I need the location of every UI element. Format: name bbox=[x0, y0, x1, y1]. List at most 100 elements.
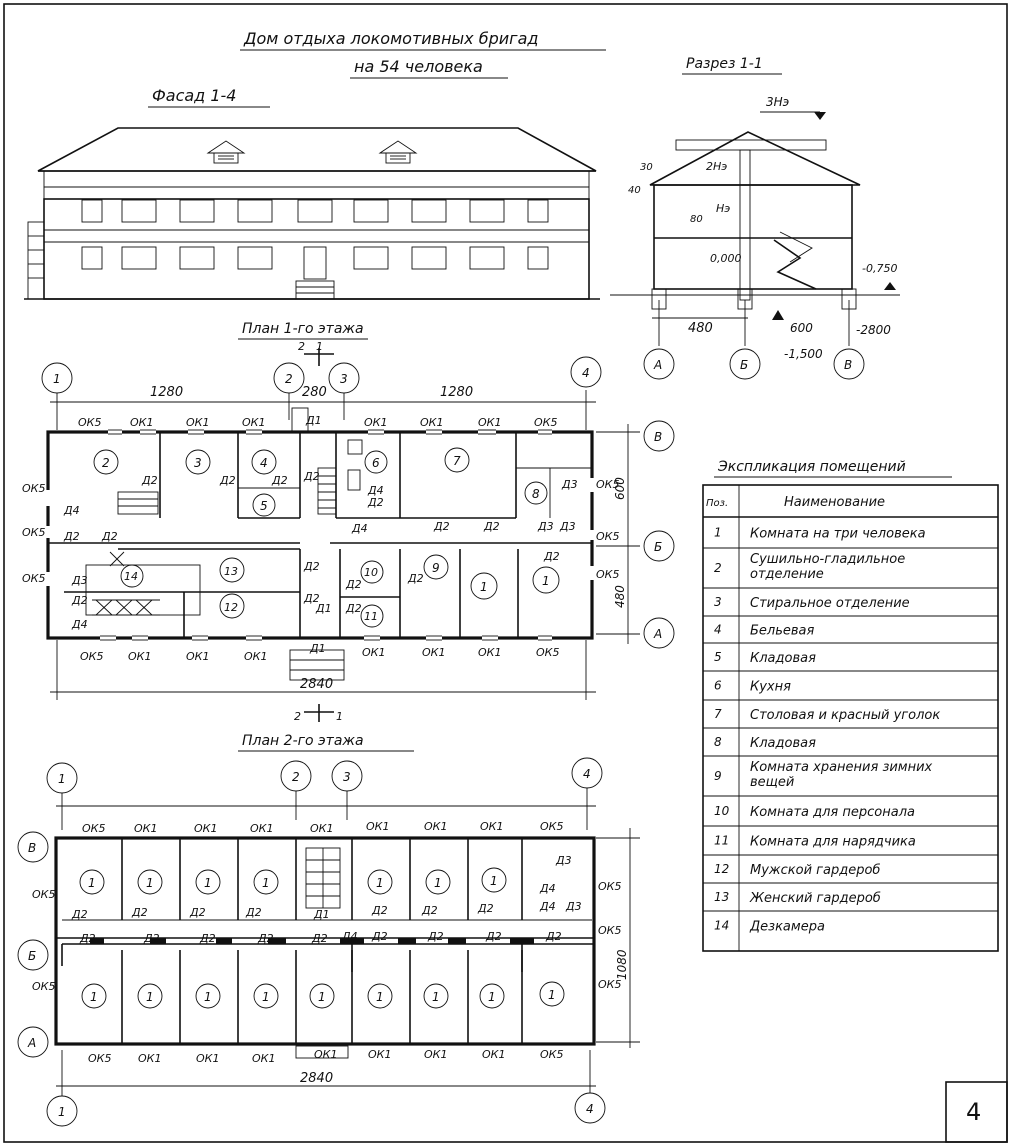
plan2-room-1-t4: 1 bbox=[262, 876, 270, 890]
sheet-number-box bbox=[945, 1081, 1008, 1143]
plan1-room-1a: 1 bbox=[480, 580, 488, 594]
plan2-mark-ok5-l1: ОК5 bbox=[32, 888, 55, 901]
plan1-room-8: 8 bbox=[532, 487, 540, 501]
plan2-mark-ok5-br: ОК5 bbox=[540, 1048, 563, 1061]
plan2-axis-b: Б bbox=[28, 949, 36, 963]
explication-row-pos: 13 bbox=[714, 890, 729, 904]
drawing-title-line2: на 54 человека bbox=[354, 57, 483, 76]
cut-mark-1-top: 1 bbox=[316, 340, 323, 353]
plan1-mark-d2-r: Д2 bbox=[543, 550, 560, 563]
plan2-room-1-b4: 1 bbox=[262, 990, 270, 1004]
plan1-axis-3: 3 bbox=[340, 372, 348, 386]
plan1-mark-d2-l3: Д2 bbox=[71, 594, 88, 607]
plan1-mark-d2-4: Д2 bbox=[303, 470, 320, 483]
plan2-room-1-t3: 1 bbox=[204, 876, 212, 890]
explication-row-pos: 5 bbox=[714, 650, 722, 664]
explication-row-pos: 2 bbox=[714, 561, 722, 575]
explication-row-name: Стиральное отделение bbox=[750, 596, 910, 611]
plan1-mark-ok5-r1: ОК5 bbox=[596, 478, 619, 491]
explication-table: Экспликация помещений Поз. Наименование … bbox=[702, 459, 999, 952]
plan1-dim-280: 280 bbox=[302, 385, 327, 400]
plan2-room-1-b6: 1 bbox=[376, 990, 384, 1004]
plan2-mark-ok1-t3: ОК1 bbox=[250, 822, 273, 835]
explication-row-name: Женский гардероб bbox=[749, 891, 881, 906]
sheet-border bbox=[3, 3, 1008, 1143]
drawing-title-line1: Дом отдыха локомотивных бригад bbox=[243, 29, 538, 48]
plan2-axis-1-top: 1 bbox=[58, 772, 66, 786]
plan2-axis-4-bottom: 4 bbox=[586, 1102, 594, 1116]
plan1-axis-1: 1 bbox=[53, 372, 61, 386]
plan1-mark-ok1-t2: ОК1 bbox=[186, 416, 209, 429]
plan1-mark-ok1-t1: ОК1 bbox=[130, 416, 153, 429]
plan2-room-1-b9: 1 bbox=[548, 988, 556, 1002]
plan2-mark-ok1-t7: ОК1 bbox=[480, 820, 503, 833]
facade-entrance-door bbox=[303, 246, 327, 280]
plan2-mark-ok5-r3: ОК5 bbox=[598, 978, 621, 991]
explication-row-name: Сушильно-гладильное bbox=[750, 552, 905, 567]
plan1-mark-ok5-tl: ОК5 bbox=[78, 416, 101, 429]
plan1-dim-480: 480 bbox=[613, 585, 627, 608]
explication-title: Экспликация помещений bbox=[717, 459, 906, 475]
plan1-mark-d2-c2: Д2 bbox=[483, 520, 500, 533]
plan2-mark-d1: Д1 bbox=[313, 908, 330, 921]
sec-dim-30: 30 bbox=[640, 162, 653, 173]
explication-row-name: Мужской гардероб bbox=[750, 863, 880, 878]
plan2-axis-a: А bbox=[27, 1036, 36, 1050]
explication-row-name: Бельевая bbox=[750, 624, 815, 639]
plan2-mark-d2-b4: Д2 bbox=[257, 932, 274, 945]
plan2-axis-v: В bbox=[28, 841, 36, 855]
plan2-mark-ok1-b5: ОК1 bbox=[368, 1048, 391, 1061]
plan1-mark-ok5-r2: ОК5 bbox=[596, 530, 619, 543]
plan2-room-1-t2: 1 bbox=[146, 876, 154, 890]
explication-row-pos: 9 bbox=[714, 769, 722, 783]
sec-dim-80: 80 bbox=[690, 214, 703, 225]
plan1-mark-ok5-r3: ОК5 bbox=[596, 568, 619, 581]
sec-axis-v: В bbox=[844, 358, 852, 372]
plan2-mark-ok1-t5: ОК1 bbox=[366, 820, 389, 833]
plan1-mark-d2-k: Д2 bbox=[367, 496, 384, 509]
plan2-room-1-t5: 1 bbox=[376, 876, 384, 890]
plan1-room-1b: 1 bbox=[542, 574, 550, 588]
plan2-mark-ok1-t6: ОК1 bbox=[424, 820, 447, 833]
plan2-mark-d2-t3: Д2 bbox=[189, 906, 206, 919]
plan1-mark-ok1-t4: ОК1 bbox=[364, 416, 387, 429]
plan2-room-1-b7: 1 bbox=[432, 990, 440, 1004]
plan2-mark-d2-t5: Д2 bbox=[371, 904, 388, 917]
level-0000: 0,000 bbox=[710, 252, 742, 265]
sec-dim-40: 40 bbox=[628, 185, 641, 196]
explication-row-name: Кухня bbox=[750, 680, 791, 695]
plan2-mark-d4-1: Д4 bbox=[539, 882, 556, 895]
plan1-room-2: 2 bbox=[102, 456, 110, 470]
plan1-mark-ok1-b4: ОК1 bbox=[362, 646, 385, 659]
plan1-axis-v: В bbox=[654, 430, 662, 444]
sec-axis-a: А bbox=[653, 358, 662, 372]
explication-row-pos: 12 bbox=[714, 862, 729, 876]
plan1-room-13: 13 bbox=[224, 565, 238, 578]
plan1-dim-600: 600 bbox=[613, 477, 627, 500]
cut-mark-2-top: 2 bbox=[298, 340, 305, 353]
plan2-mark-ok1-b4: ОК1 bbox=[314, 1048, 337, 1061]
plan1-mark-ok1-t3: ОК1 bbox=[242, 416, 265, 429]
plan2-axis-2: 2 bbox=[292, 770, 300, 784]
section-1-1: 3Нэ 2Нэ Нэ 0,000 30 40 80 -0,750 -2800 6… bbox=[610, 95, 900, 380]
plan1-mark-d2-10: Д2 bbox=[345, 578, 362, 591]
plan2-mark-d2-t7: Д2 bbox=[477, 902, 494, 915]
explication-col-name: Наименование bbox=[784, 495, 885, 510]
plan-1st-floor: 2 3 4 5 6 7 8 9 10 11 1 1 13 12 14 ОК5 О… bbox=[22, 407, 619, 681]
plan1-mark-ok5-l3: ОК5 bbox=[22, 572, 45, 585]
plan1-mark-d2-2: Д2 bbox=[219, 474, 236, 487]
sheet-number: 4 bbox=[966, 1098, 981, 1126]
plan2-mark-d2-b6: Д2 bbox=[371, 930, 388, 943]
plan1-mark-d2-3: Д2 bbox=[271, 474, 288, 487]
explication-row-name: Комната хранения зимних bbox=[750, 760, 933, 775]
plan1-mark-ok5-tr: ОК5 bbox=[534, 416, 557, 429]
plan1-mark-d4-k2: Д4 bbox=[351, 522, 368, 535]
plan1-mark-d4-l: Д4 bbox=[63, 504, 80, 517]
plan2-mark-ok5-r1: ОК5 bbox=[598, 880, 621, 893]
plan1-mark-d3-3: Д3 bbox=[559, 520, 576, 533]
plan1-mark-d2-1: Д2 bbox=[141, 474, 158, 487]
plan2-mark-d2-b8: Д2 bbox=[485, 930, 502, 943]
sec-axis-b: Б bbox=[740, 358, 748, 372]
plan2-mark-ok5-tr: ОК5 bbox=[540, 820, 563, 833]
plan1-mark-ok1-b5: ОК1 bbox=[422, 646, 445, 659]
